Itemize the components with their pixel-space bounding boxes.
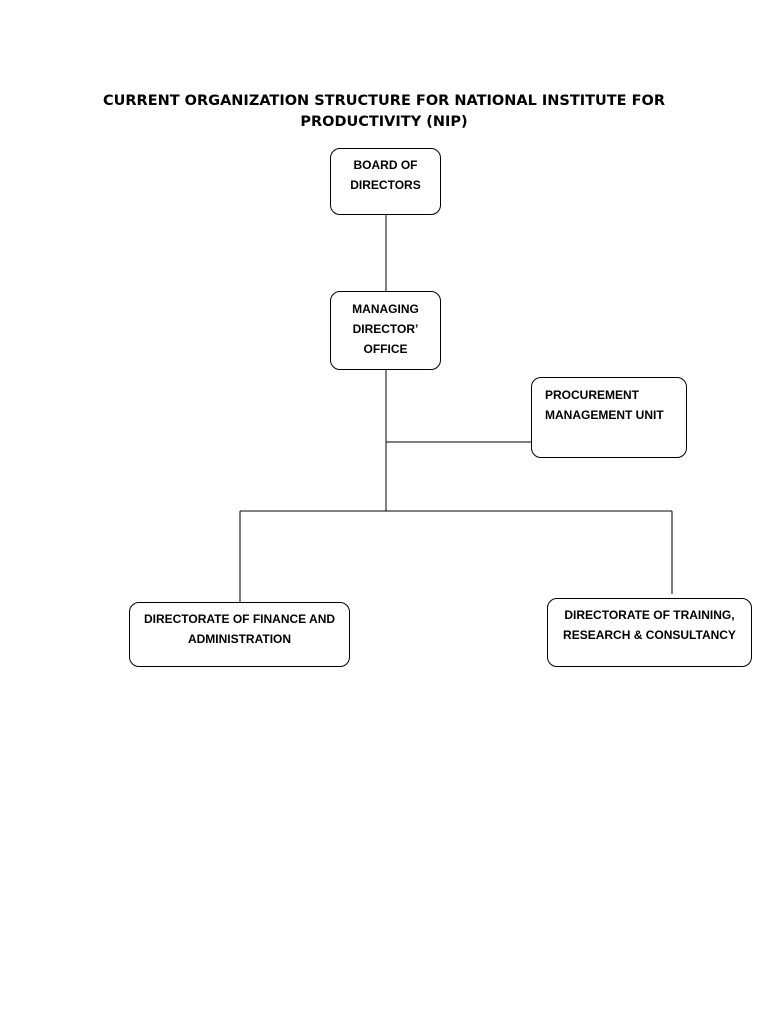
title-line-1: CURRENT ORGANIZATION STRUCTURE FOR NATIO…	[102, 93, 666, 109]
node-label-line: DIRECTORATE OF FINANCE AND	[143, 612, 336, 626]
node-label-line: MANAGEMENT UNIT	[545, 408, 664, 422]
page-title: CURRENT ORGANIZATION STRUCTURE FOR NATIO…	[60, 91, 708, 133]
node-directorate-training-research: DIRECTORATE OF TRAINING, RESEARCH & CONS…	[547, 598, 752, 667]
node-label-line: DIRECTOR’	[352, 322, 419, 336]
node-board-of-directors: BOARD OF DIRECTORS	[330, 148, 441, 215]
node-label-line: PROCUREMENT	[545, 388, 640, 402]
node-label-line: DIRECTORATE OF TRAINING,	[564, 608, 735, 622]
node-label-line: OFFICE	[363, 342, 408, 356]
node-managing-director-office: MANAGING DIRECTOR’ OFFICE	[330, 291, 441, 370]
node-directorate-finance-administration: DIRECTORATE OF FINANCE AND ADMINISTRATIO…	[129, 602, 350, 667]
node-label-line: RESEARCH & CONSULTANCY	[563, 628, 736, 642]
title-line-2: PRODUCTIVITY (NIP)	[300, 114, 468, 130]
node-label-line: ADMINISTRATION	[187, 632, 292, 646]
node-label-line: BOARD OF	[353, 158, 418, 172]
node-procurement-management-unit: PROCUREMENT MANAGEMENT UNIT	[531, 377, 687, 458]
node-label-line: DIRECTORS	[350, 178, 421, 192]
node-label-line: MANAGING	[352, 302, 419, 316]
